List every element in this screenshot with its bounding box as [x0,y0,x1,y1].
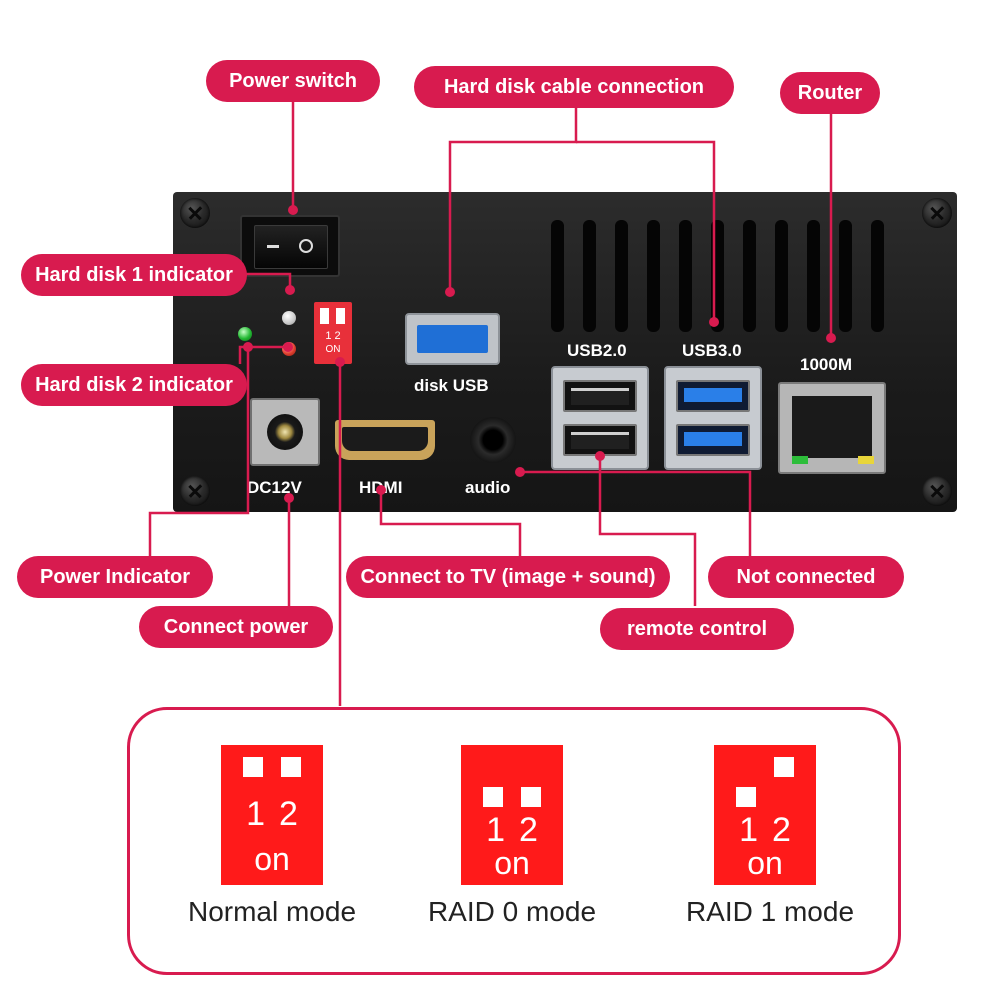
dip-on-label: ON [325,344,341,355]
disk-usb-port[interactable] [405,313,500,365]
callout-power-switch: Power switch [206,60,380,102]
usb3-label: USB3.0 [682,341,742,360]
vent-slot [871,220,884,332]
hard-disk-1-led [282,311,296,325]
mode-switch-raid1: 12 on [714,745,816,885]
usb3-tongue [417,325,488,353]
usb3-port-top[interactable] [676,380,750,412]
vent-slot [743,220,756,332]
mode-label-raid0: RAID 0 mode [427,896,597,927]
link-led [792,456,808,464]
toggle-2-up [774,757,794,777]
screw-bottom-left [180,476,210,506]
vent-slot [807,220,820,332]
vent-slot [647,220,660,332]
callout-not-connected: Not connected [708,556,904,598]
mode-switch-normal: 12 on [221,745,323,885]
mode-switch-raid0: 12 on [461,745,563,885]
audio-label: audio [465,478,511,497]
callout-connect-power: Connect power [139,606,333,648]
dc-label: DC12V [247,478,302,497]
callout-hard-disk-2: Hard disk 2 indicator [21,364,247,406]
toggle-1-up [243,757,263,777]
line-remote-control [598,456,697,606]
switch-on-label: on [254,841,290,877]
line-hdmi [379,490,522,556]
hdmi-port[interactable] [335,420,435,460]
power-indicator-led [238,327,252,341]
line-disk-usb [448,108,578,292]
vent-slot [583,220,596,332]
dc-power-jack[interactable] [250,398,320,466]
disk-usb-label: disk USB [414,376,489,395]
vent-slot [615,220,628,332]
dip-toggle-1 [320,308,329,324]
dip-toggle-2 [336,308,345,324]
line-hard-disk-1 [240,272,292,290]
line-audio-not-connected [520,470,752,556]
screw-top-right [922,198,952,228]
rj45-socket [792,396,872,458]
rocker [254,225,328,269]
usb3-port-block [664,366,762,470]
line-power-indicator [148,347,250,556]
toggle-2-up [281,757,301,777]
switch-on-label: on [494,845,530,881]
mode-label-raid1: RAID 1 mode [685,896,855,927]
activity-led [858,456,874,464]
toggle-1-down [736,787,756,807]
line-hard-disk-2 [238,345,288,364]
dip-numbers: 1 2 [325,330,341,342]
switch-numbers: 12 [486,811,552,849]
vent-slot [679,220,692,332]
callout-connect-tv: Connect to TV (image + sound) [346,556,670,598]
ethernet-label: 1000M [800,355,852,374]
callout-remote-control: remote control [600,608,794,650]
vent-slot [839,220,852,332]
ethernet-port[interactable] [778,382,886,474]
line-usb3 [576,140,716,322]
callout-power-indicator: Power Indicator [17,556,213,598]
vent-slot [551,220,564,332]
screw-top-left [180,198,210,228]
raid-dip-switch[interactable]: 1 2 ON [314,302,352,364]
usb3-port-bottom[interactable] [676,424,750,456]
power-switch[interactable] [240,215,340,277]
mode-label-normal: Normal mode [187,896,357,927]
callout-router: Router [780,72,880,114]
toggle-1-down [483,787,503,807]
switch-off-mark [267,245,279,248]
switch-on-mark [299,239,313,253]
usb2-label: USB2.0 [567,341,627,360]
dc-jack-hole [267,414,303,450]
toggle-2-down [521,787,541,807]
switch-numbers: 12 [246,795,312,833]
vent-slot [775,220,788,332]
audio-jack[interactable] [470,417,516,463]
hdmi-socket [342,427,428,451]
switch-on-label: on [747,845,783,881]
callout-hard-disk-cable: Hard disk cable connection [414,66,734,108]
callout-hard-disk-1: Hard disk 1 indicator [21,254,247,296]
usb2-port-top[interactable] [563,380,637,412]
switch-numbers: 12 [739,811,805,849]
usb2-port-bottom[interactable] [563,424,637,456]
screw-bottom-right [922,476,952,506]
